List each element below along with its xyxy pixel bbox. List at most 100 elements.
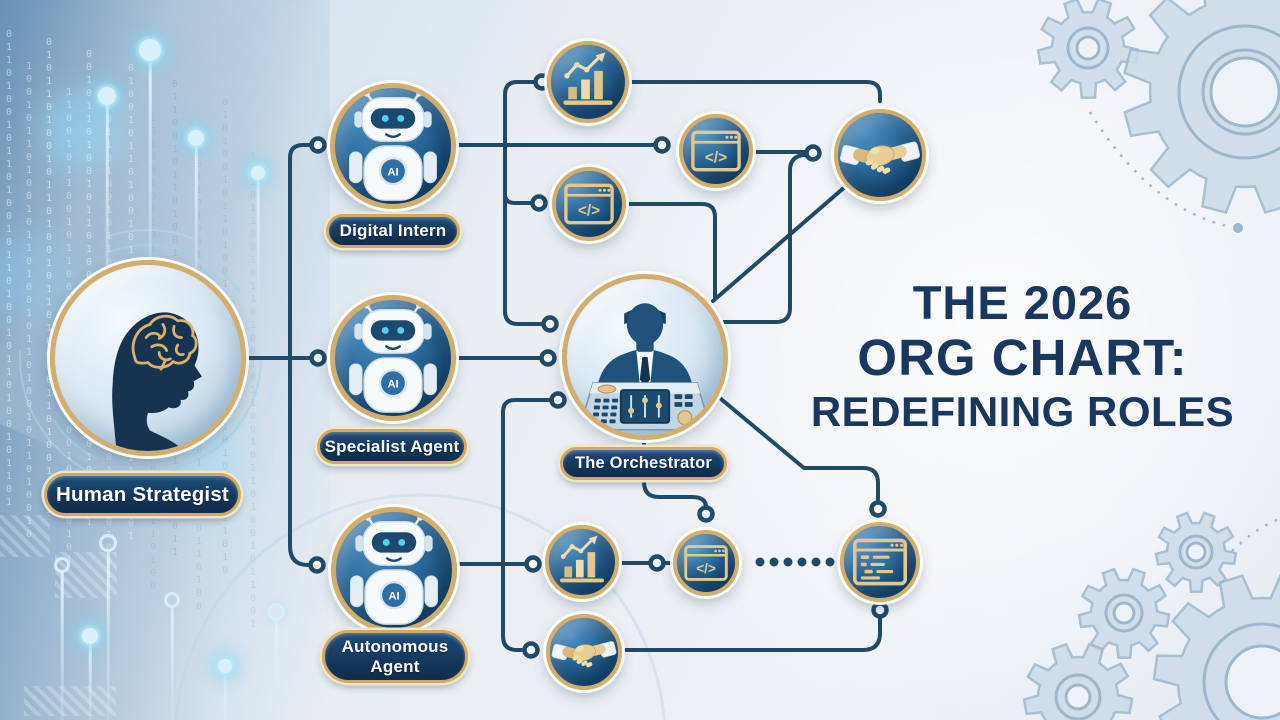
specialist-agent-label: Specialist Agent xyxy=(317,429,467,464)
circuit-dot xyxy=(188,130,204,146)
circuit-stem xyxy=(105,103,109,308)
gears-group xyxy=(1022,0,1280,720)
robot-icon xyxy=(335,88,451,204)
human-strategist-node xyxy=(50,260,246,456)
handshake-icon xyxy=(550,618,618,686)
wires-group xyxy=(244,80,882,652)
binary-column: 0 1 1 0 1 0 0 1 0 1 1 0 1 0 0 1 0 1 1 0 … xyxy=(6,29,13,508)
binary-column: 1 0 0 1 0 1 1 0 1 0 0 1 0 1 1 0 1 0 0 1 … xyxy=(26,61,33,540)
dotted-connector xyxy=(755,557,835,567)
circuit-trace xyxy=(251,166,265,308)
handshake-icon xyxy=(838,113,922,197)
autonomous-agent-node xyxy=(331,507,457,633)
gear-hole xyxy=(1178,534,1214,570)
bar-chart-icon xyxy=(549,529,615,595)
faint-ring xyxy=(174,493,666,720)
circuit-trace xyxy=(267,603,285,720)
orchestrator-person-icon xyxy=(577,303,713,431)
label-text: Specialist Agent xyxy=(324,436,460,456)
autonomous-agent-label: Autonomous Agent xyxy=(322,630,468,683)
circuit-stem xyxy=(194,144,198,309)
circuit-dot xyxy=(99,534,117,552)
code-task-node xyxy=(673,530,739,596)
circuit-dot xyxy=(251,166,265,180)
circuit-stem xyxy=(148,59,152,309)
code-window-icon xyxy=(683,118,749,184)
robot-icon xyxy=(335,300,451,416)
circuit-trace xyxy=(164,592,180,720)
label-text: Digital Intern xyxy=(339,221,447,240)
circuit-stem xyxy=(88,642,92,720)
orchestrator-node xyxy=(562,274,728,440)
gear-hole xyxy=(1202,622,1280,720)
circuit-trace xyxy=(218,659,232,720)
human-strategist-label: Human Strategist xyxy=(44,473,241,516)
circuit-stem xyxy=(170,606,174,720)
gear-hole xyxy=(1185,541,1207,563)
code-window-icon xyxy=(677,534,735,592)
circuit-trace xyxy=(188,130,204,311)
human-head-icon xyxy=(112,312,202,451)
gear-hole xyxy=(1201,48,1280,136)
bar-chart-icon xyxy=(551,45,625,119)
gear-hole xyxy=(1112,601,1136,625)
digital-intern-node xyxy=(330,83,456,209)
orchestrator-label: The Orchestrator xyxy=(560,447,727,480)
glow-spot xyxy=(0,230,70,320)
circuit-stem xyxy=(274,619,278,720)
label-text: Human Strategist xyxy=(56,482,229,506)
title-line-2: ORG CHART: xyxy=(857,329,1188,386)
gear-hole xyxy=(1177,24,1280,160)
hatch-block xyxy=(0,515,50,557)
label-text: Autonomous xyxy=(341,636,449,656)
circuit-trace xyxy=(139,39,161,311)
title-line-1: THE 2026 xyxy=(912,276,1133,329)
binary-column: 1 0 1 0 1 1 0 0 1 0 1 1 0 1 0 0 1 0 1 1 … xyxy=(250,151,257,630)
gear-icon xyxy=(1022,642,1134,720)
console xyxy=(577,382,713,431)
circuit-stem xyxy=(256,178,260,306)
terminal-window-icon xyxy=(844,526,916,598)
gear-hole xyxy=(1224,644,1280,720)
partnership-node xyxy=(834,109,926,201)
partnership-node xyxy=(546,614,622,690)
circuit-trace xyxy=(99,534,117,720)
analytics-task-node xyxy=(545,525,619,599)
code-task-node xyxy=(679,114,753,188)
robot-icon xyxy=(336,512,452,628)
title-line-3: REDEFINING ROLES xyxy=(810,388,1235,435)
circuit-stem xyxy=(106,550,110,720)
specialist-agent-node xyxy=(330,295,456,421)
gear-hole xyxy=(1104,593,1144,633)
circuit-stem xyxy=(223,671,227,720)
circuit-dot xyxy=(139,39,161,61)
dashed-arc-dot xyxy=(1233,223,1243,233)
digital-intern-label: Digital Intern xyxy=(326,214,460,248)
gear-hole xyxy=(1054,673,1102,720)
label-text: Agent xyxy=(370,656,420,676)
junction-nodes xyxy=(308,73,889,659)
gear-hole xyxy=(1209,56,1280,128)
code-task-node xyxy=(552,167,626,241)
code-window-icon xyxy=(556,171,622,237)
analytics-task-node xyxy=(547,41,629,123)
circuit-trace xyxy=(54,557,70,720)
circuit-dot xyxy=(98,87,116,105)
gear-hole xyxy=(1064,683,1092,711)
hatch-block xyxy=(24,686,116,716)
terminal-task-node xyxy=(840,522,920,602)
circuit-dot xyxy=(218,659,232,673)
circuit-trace xyxy=(82,628,98,720)
circuit-dot xyxy=(164,592,180,608)
dashed-arc xyxy=(1231,517,1280,552)
circuit-dot xyxy=(82,628,98,644)
gear-hole xyxy=(1075,35,1101,61)
circuit-dot xyxy=(267,603,285,621)
circuit-trace xyxy=(98,87,116,310)
circuit-stem xyxy=(60,571,64,720)
gear-hole xyxy=(1066,26,1110,70)
label-text: The Orchestrator xyxy=(574,454,713,472)
